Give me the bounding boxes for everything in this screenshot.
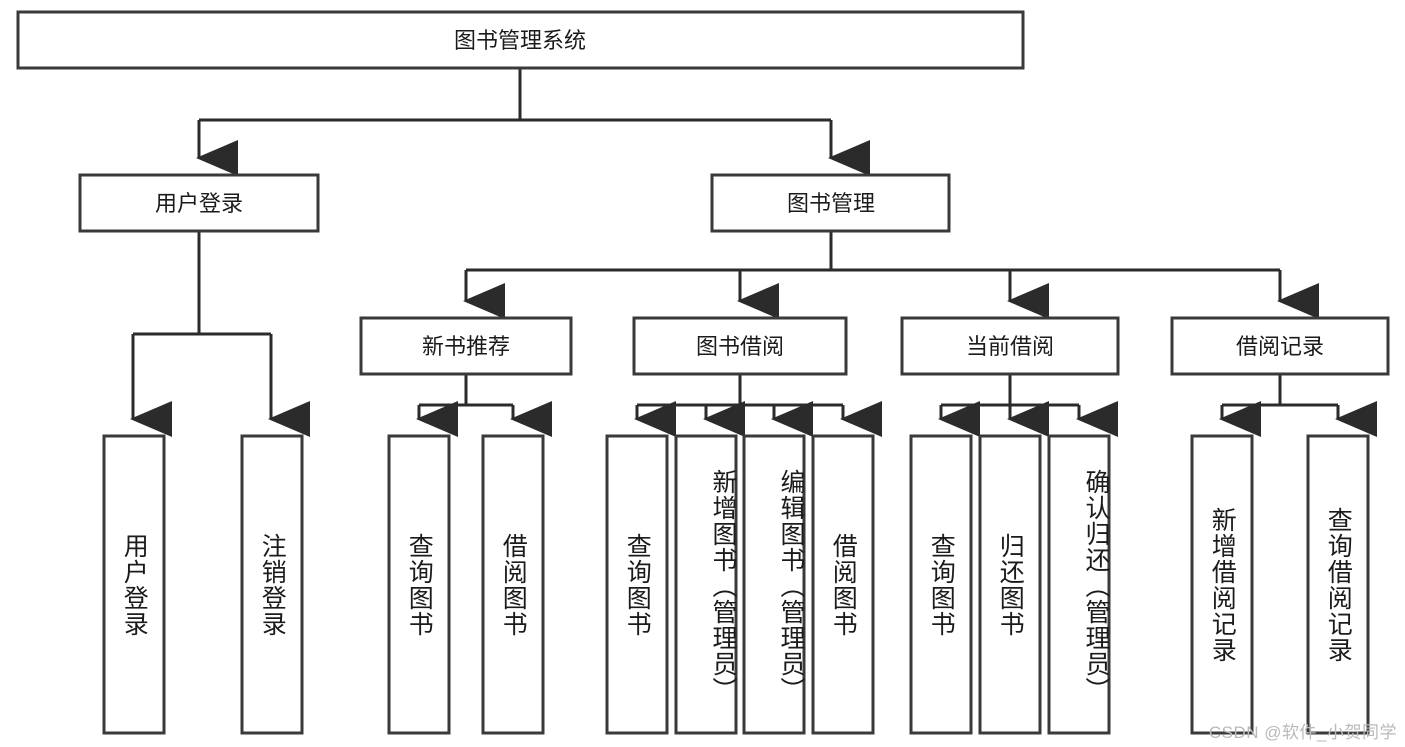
connector-newbook-to-leaves	[416, 374, 552, 437]
leaf-box-record-query[interactable]	[1306, 434, 1370, 735]
node-root[interactable]: 图书管理系统	[16, 10, 1025, 70]
connector-root-to-level2	[196, 68, 870, 176]
leaf-box-newbook-borrow[interactable]	[481, 434, 545, 735]
node-current-borrow-label: 当前借阅	[966, 334, 1054, 359]
leaf-box-user-login[interactable]	[102, 434, 166, 735]
connector-userlogin-to-leaves	[130, 231, 310, 437]
node-root-label: 图书管理系统	[454, 28, 586, 53]
leaf-box-record-add[interactable]	[1190, 434, 1254, 735]
leaf-box-current-confirm[interactable]	[1047, 434, 1111, 735]
node-borrow-record[interactable]: 借阅记录	[1170, 316, 1390, 376]
node-new-book-recommend-label: 新书推荐	[422, 334, 510, 359]
node-book-management-label: 图书管理	[787, 191, 875, 216]
node-borrow-record-label: 借阅记录	[1236, 334, 1324, 359]
node-book-borrow-label: 图书借阅	[696, 334, 784, 359]
csdn-watermark: CSDN @软件_小贺同学	[1208, 723, 1397, 742]
leaf-box-logout[interactable]	[240, 434, 304, 735]
leaf-box-borrow-edit[interactable]	[742, 434, 806, 735]
node-book-management[interactable]: 图书管理	[710, 173, 951, 233]
node-user-login[interactable]: 用户登录	[78, 173, 320, 233]
connector-borrow-to-leaves	[634, 374, 882, 437]
leaf-box-current-return[interactable]	[978, 434, 1042, 735]
node-new-book-recommend[interactable]: 新书推荐	[359, 316, 573, 376]
connector-record-to-leaves	[1219, 374, 1377, 437]
leaf-box-borrow-lend[interactable]	[811, 434, 875, 735]
node-book-borrow[interactable]: 图书借阅	[632, 316, 848, 376]
leaf-box-borrow-query[interactable]	[605, 434, 669, 735]
connector-current-to-leaves	[938, 374, 1118, 437]
leaf-box-newbook-query[interactable]	[387, 434, 451, 735]
node-current-borrow[interactable]: 当前借阅	[900, 316, 1120, 376]
node-user-login-label: 用户登录	[155, 191, 243, 216]
connector-bookmanage-to-level3	[463, 231, 1319, 319]
leaf-box-borrow-add[interactable]	[674, 434, 738, 735]
leaf-box-current-query[interactable]	[909, 434, 973, 735]
